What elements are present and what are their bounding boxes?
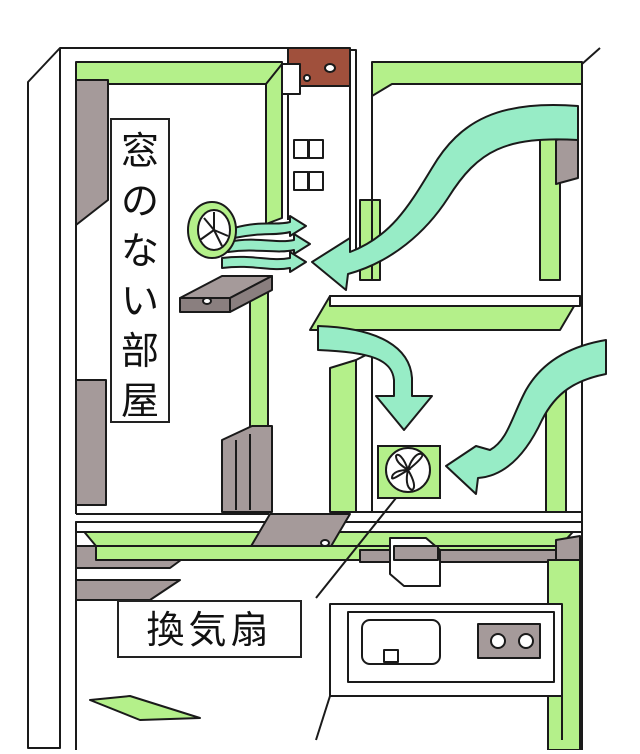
room-label-char: 部 [120, 329, 159, 373]
room-label-char: 屋 [120, 379, 159, 423]
airflow-arrow-right [445, 339, 607, 495]
airflow-arrow-top [311, 104, 579, 291]
room-label-char: い [120, 279, 159, 323]
windowless-room-label: 窓 の な い 部 屋 [110, 118, 170, 423]
airflow-arrow-middle [317, 325, 433, 431]
room-label-char: な [120, 229, 159, 273]
exhaust-fan-icon [315, 445, 441, 599]
building-walls [27, 47, 601, 751]
airflow-stream-2 [227, 233, 311, 255]
wall-fan-icon [187, 201, 237, 259]
airflow-arrows [221, 104, 607, 495]
room-label-char: の [120, 179, 159, 223]
exhaust-fan-label: 換気扇 [117, 600, 302, 658]
room-label-char: 窓 [120, 129, 159, 173]
airflow-stream-1 [233, 215, 307, 239]
airflow-stream-3 [221, 251, 307, 273]
